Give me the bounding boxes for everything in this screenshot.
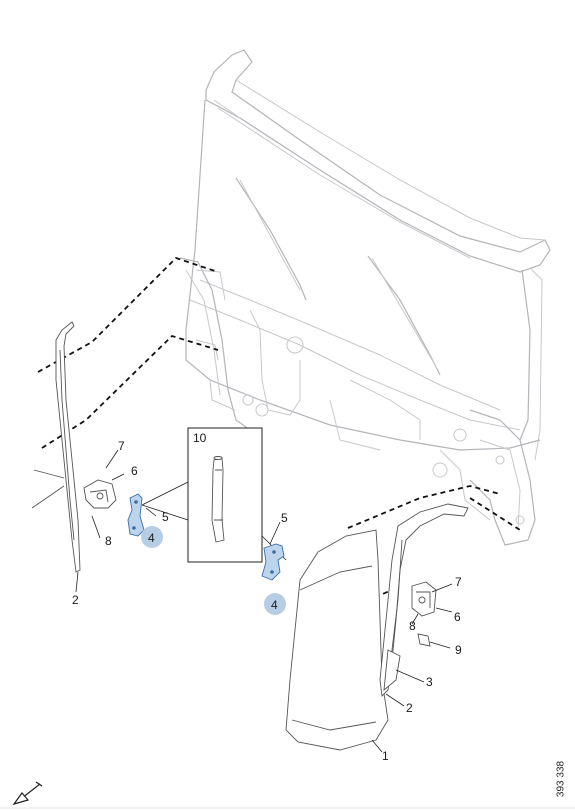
callout-6-right: 6: [454, 610, 461, 624]
callout-6-left: 6: [131, 464, 138, 478]
drawing-number: 393 338: [552, 754, 570, 804]
callout-2-left: 2: [72, 593, 79, 607]
callout-7-left: 7: [118, 439, 125, 453]
cab-frame: [179, 49, 551, 546]
callout-8-left: 8: [105, 534, 112, 548]
callout-2-right: 2: [406, 701, 413, 715]
small-pad: [417, 633, 431, 647]
right-highlighted-bracket: [261, 543, 285, 581]
callout-5-right: 5: [281, 511, 288, 525]
callout-5-left: 5: [162, 510, 169, 524]
callout-1: 1: [382, 749, 389, 763]
callout-4-right: 4: [271, 598, 278, 612]
callout-circle-4-left: [141, 526, 163, 548]
callout-7-right: 7: [455, 575, 462, 589]
detail-inset: [141, 427, 287, 563]
callout-9: 9: [455, 643, 462, 657]
right-hinge-bracket: [411, 581, 437, 617]
callout-leaders: [75, 449, 453, 753]
left-seal-strip: [31, 321, 81, 573]
side-fairing-panel: [285, 529, 389, 751]
left-hinge-bracket: [83, 479, 117, 509]
callout-circle-4-right: [264, 593, 286, 615]
drawing-number-text: 393 338: [555, 760, 567, 798]
callout-10: 10: [193, 431, 207, 445]
arrow-southwest-icon: [12, 781, 43, 806]
callout-3: 3: [426, 675, 433, 689]
callout-8-right: 8: [409, 619, 416, 633]
callout-4-left: 4: [148, 531, 155, 545]
right-seal-strip: [379, 503, 469, 697]
left-highlighted-bracket: [127, 493, 145, 537]
